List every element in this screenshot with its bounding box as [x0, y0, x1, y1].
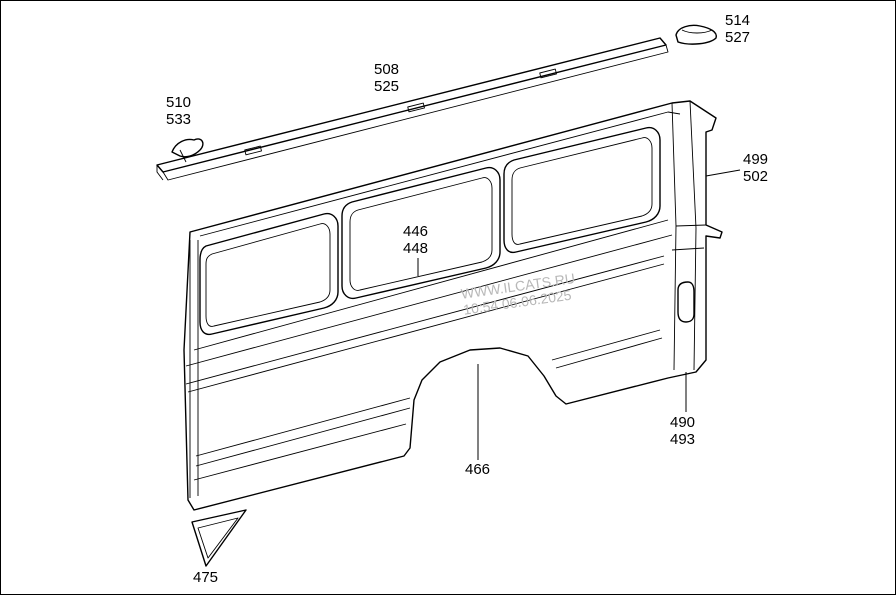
- window-openings: [199, 126, 661, 336]
- callout-number: 533: [166, 111, 192, 128]
- leader-lines: [417, 169, 741, 460]
- callout-number: 499: [743, 151, 769, 168]
- callout-number: 527: [725, 29, 751, 46]
- callout-510-533: 510 533: [166, 94, 191, 128]
- callout-508-525: 508 525: [374, 61, 399, 95]
- callout-number: 448: [403, 240, 429, 257]
- callout-number: 493: [670, 431, 696, 448]
- callout-490-493: 490 493: [670, 414, 695, 448]
- callout-number: 508: [374, 61, 400, 78]
- side-panel: [183, 100, 723, 511]
- rear-pillar: [671, 100, 707, 371]
- corner-trim-triangle: [191, 509, 247, 567]
- roof-rail-strip: [156, 37, 669, 181]
- callout-475: 475: [193, 569, 218, 586]
- rail-clip: [171, 138, 204, 163]
- callout-466: 466: [465, 461, 490, 478]
- rail-end-cap: [675, 24, 717, 45]
- callout-number: 466: [465, 461, 491, 478]
- callout-446-448: 446 448: [403, 223, 428, 257]
- callout-499-502: 499 502: [743, 151, 768, 185]
- callout-514-527: 514 527: [725, 12, 750, 46]
- callout-number: 475: [193, 569, 219, 586]
- callout-number: 514: [725, 12, 751, 29]
- callout-number: 502: [743, 168, 769, 185]
- callout-number: 446: [403, 223, 429, 240]
- callout-number: 525: [374, 78, 400, 95]
- callout-number: 490: [670, 414, 696, 431]
- callout-number: 510: [166, 94, 192, 111]
